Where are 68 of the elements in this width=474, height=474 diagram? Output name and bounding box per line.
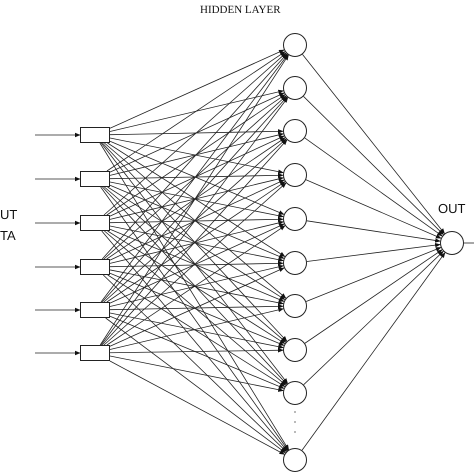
neuron-circle [283,448,307,472]
arrow [107,274,286,387]
output-label: OUT [438,201,466,216]
neuron-circle [283,119,307,143]
arrow [110,173,284,180]
input-box [80,171,110,187]
input-box [80,215,110,231]
arrow [110,129,284,136]
arrow [302,252,446,451]
arrow [306,247,442,302]
arrow [100,186,288,451]
arrow [306,242,441,262]
arrow [110,316,284,389]
arrow [306,179,442,239]
arrow [110,217,284,224]
neuron-circle [283,294,307,318]
arrow [100,54,289,346]
neuron-circle [283,338,307,362]
arrow [110,348,284,354]
neuron-circle [283,163,307,187]
arrow [34,176,81,182]
arrow [105,318,286,454]
neuron-circle [283,381,307,405]
arrow [34,308,81,312]
arrow [34,264,81,270]
arrow [34,220,81,226]
neuron-circle [283,76,307,100]
arrow [110,360,285,455]
arrow [110,50,285,129]
arrow [303,96,444,235]
input-box [80,302,110,318]
arrow [100,142,290,450]
arrow [110,304,284,310]
arrow [304,138,443,236]
arrow [104,52,286,216]
layer-title: HIDDEN LAYER [200,4,281,16]
arrow [110,356,284,392]
arrow [100,54,288,302]
arrow [104,230,286,386]
arrow [104,96,286,260]
arrow [110,90,284,132]
arrow [306,220,441,243]
neuron-circle [283,207,307,231]
arrow [100,142,288,384]
input-box [80,127,110,143]
arrow [101,230,288,452]
input-box [80,345,110,361]
arrow [102,54,288,260]
connector-line [464,242,474,244]
neuron-circle [283,251,307,275]
input-box [80,259,110,275]
arrow [34,350,81,356]
arrow [106,94,286,216]
arrow [102,274,287,452]
label-text: TA [0,228,16,243]
neuron-circle [283,33,307,57]
arrow [110,92,285,173]
arrow [304,249,443,344]
arrow [106,51,286,172]
arrow [102,96,288,302]
arrow [102,186,288,385]
arrow [110,261,284,268]
arrow [34,132,81,138]
arrow [302,54,445,234]
label-text: UT [0,207,18,222]
neuron-circle [440,231,464,255]
arrow [303,250,444,386]
arrow [100,97,288,346]
